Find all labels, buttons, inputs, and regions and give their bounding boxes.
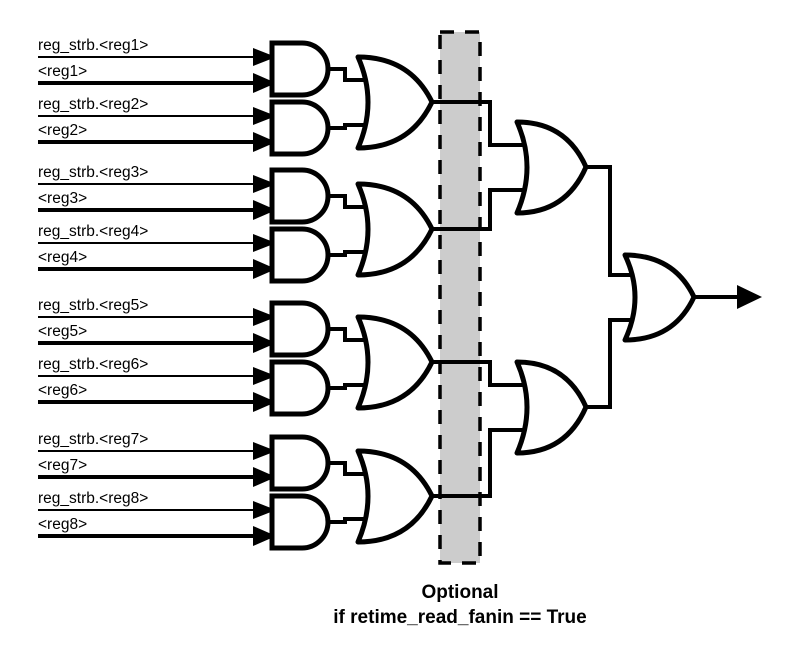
or-gate-stage1-3: [355, 314, 435, 411]
and-gate-reg7: [269, 434, 331, 492]
data-label-reg5: <reg5>: [38, 323, 87, 340]
and-gate-reg6: [269, 359, 331, 417]
or-gate-stage1-1: [355, 54, 435, 151]
input-wires: [38, 48, 276, 546]
strobe-label-reg6: reg_strb.<reg6>: [38, 356, 148, 373]
or-gate-stage1-2: [355, 181, 435, 278]
strobe-label-reg3: reg_strb.<reg3>: [38, 164, 148, 181]
strobe-label-reg7: reg_strb.<reg7>: [38, 431, 148, 448]
stage2-to-stage3-wires: [586, 165, 633, 409]
or-gate-stage2-top: [514, 119, 589, 216]
strobe-label-reg2: reg_strb.<reg2>: [38, 96, 148, 113]
or-gate-output: [622, 252, 697, 343]
or-gate-stage2-bottom: [514, 359, 589, 456]
output-wire: [694, 285, 762, 309]
strobe-label-reg8: reg_strb.<reg8>: [38, 490, 148, 507]
data-label-reg4: <reg4>: [38, 249, 87, 266]
and-gate-reg4: [269, 226, 331, 284]
and-gate-reg8: [269, 493, 331, 551]
data-label-reg2: <reg2>: [38, 122, 87, 139]
data-label-reg6: <reg6>: [38, 382, 87, 399]
and-to-or-wires: [328, 67, 366, 524]
strobe-label-reg4: reg_strb.<reg4>: [38, 223, 148, 240]
optional-caption-line1: Optional: [421, 582, 498, 603]
input-labels: reg_strb.<reg1> <reg1> reg_strb.<reg2> <…: [38, 37, 148, 533]
optional-retime-band: [438, 30, 482, 565]
data-label-reg7: <reg7>: [38, 457, 87, 474]
data-label-reg8: <reg8>: [38, 516, 87, 533]
data-label-reg3: <reg3>: [38, 190, 87, 207]
output-arrow-icon: [737, 285, 762, 309]
and-gate-reg2: [269, 99, 331, 157]
or-gate-stage1-4: [355, 448, 435, 545]
strobe-label-reg1: reg_strb.<reg1>: [38, 37, 148, 54]
stage1-to-stage2-wires: [432, 100, 525, 498]
and-gate-reg1: [269, 40, 331, 98]
and-gate-reg3: [269, 167, 331, 225]
data-label-reg1: <reg1>: [38, 63, 87, 80]
optional-caption-line2: if retime_read_fanin == True: [333, 607, 586, 628]
and-gate-reg5: [269, 300, 331, 358]
strobe-label-reg5: reg_strb.<reg5>: [38, 297, 148, 314]
